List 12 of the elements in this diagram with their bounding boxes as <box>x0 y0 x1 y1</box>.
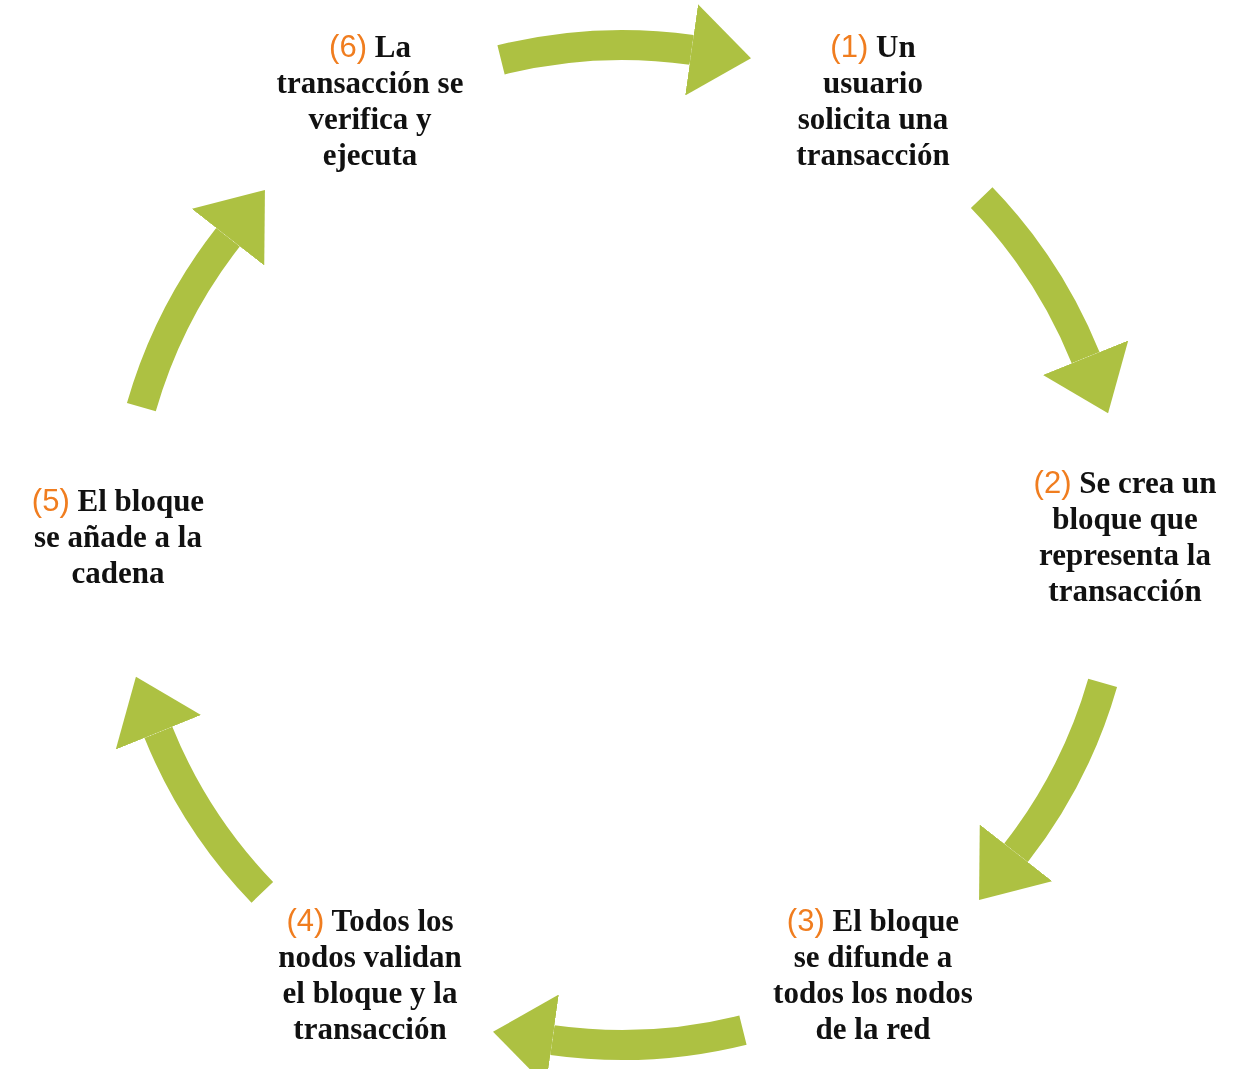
curved-arrow <box>116 677 274 903</box>
step-label: (4) Todos los nodos validan el bloque y la transacción <box>271 903 469 1047</box>
curved-arrow <box>978 678 1117 902</box>
step-label: (1) Un usuario solicita una transacción <box>780 29 966 173</box>
step-label: (6) La transacción se verifica y ejecuta <box>270 29 470 173</box>
step-label: (2) Se crea un bloque que representa la transacción <box>1012 465 1238 609</box>
curved-arrow <box>127 188 266 412</box>
step-label: (5) El bloque se añade a la cadena <box>15 483 221 591</box>
step-label: (3) El bloque se difunde a todos los nodos de la red <box>770 903 976 1047</box>
curved-arrow <box>970 187 1128 413</box>
curved-arrow <box>498 4 752 96</box>
curved-arrow <box>492 994 746 1069</box>
